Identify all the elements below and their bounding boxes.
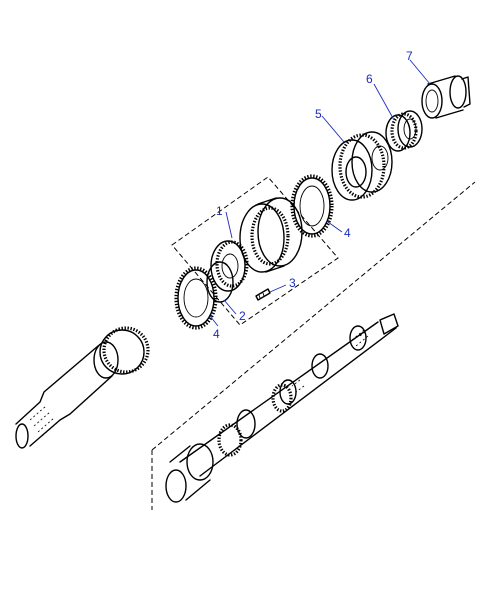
mainshaft (165, 313, 399, 503)
bush-part-7 (421, 75, 471, 119)
callout-5: 5 (315, 107, 322, 121)
key-part-3 (255, 288, 271, 301)
callout-6: 6 (366, 72, 373, 86)
synchro-hub-sleeve-part-1 (210, 197, 303, 292)
callout-2: 2 (239, 309, 246, 323)
callout-7: 7 (406, 49, 413, 63)
callout-4-lower: 4 (213, 327, 220, 341)
callout-leaders (209, 59, 431, 327)
primary-shaft (15, 326, 150, 449)
mainshaft-dashed-outline (151, 181, 476, 510)
gear-part-5 (331, 131, 393, 201)
callout-1: 1 (216, 204, 223, 218)
callout-4-upper: 4 (344, 226, 351, 240)
needle-bearing-part-6 (385, 110, 423, 152)
baulk-ring-part-4-upper (290, 174, 334, 238)
baulk-ring-part-4-lower (174, 266, 218, 330)
spring-part-2 (206, 261, 234, 303)
callout-3: 3 (289, 276, 296, 290)
